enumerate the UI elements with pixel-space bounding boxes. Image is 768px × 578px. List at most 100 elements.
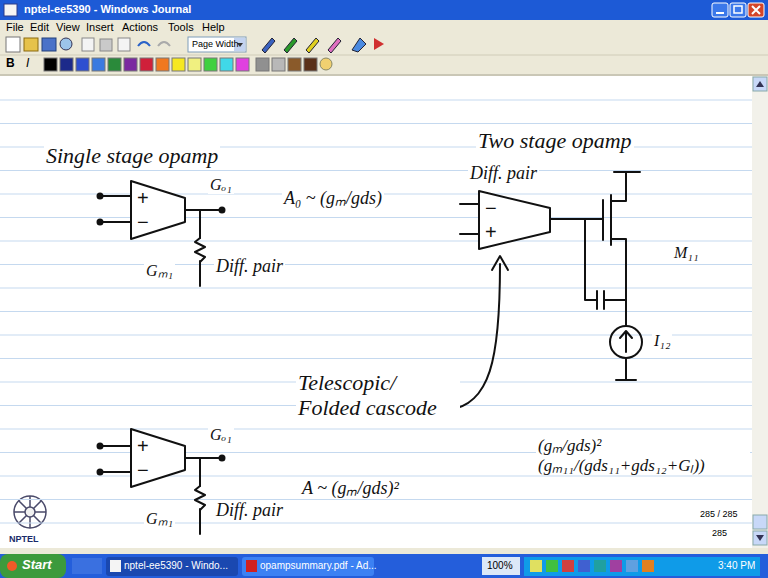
scrollbar — [756, 535, 764, 541]
taskbar — [0, 554, 768, 578]
color-palette — [188, 58, 201, 71]
device-label: I₁₂ — [652, 332, 672, 350]
taskbar — [578, 560, 590, 572]
window-chrome — [0, 76, 752, 548]
ruled-line — [0, 170, 752, 171]
heading-note: Two stage opamp — [476, 128, 634, 153]
pointer-arrow — [492, 256, 508, 270]
taskbar — [626, 560, 638, 572]
scrollbar — [753, 515, 767, 529]
toolbar-icons — [188, 37, 246, 52]
taskbar — [524, 557, 760, 576]
device-label: M₁₁ — [672, 244, 700, 262]
input-polarity: + — [137, 436, 186, 456]
amplifier-outline — [131, 429, 185, 487]
toolbar-icons — [6, 37, 20, 52]
color-palette — [320, 58, 332, 70]
current-source-symbol — [195, 486, 205, 510]
scrollbar — [753, 77, 767, 91]
toolbar-icons — [42, 38, 56, 51]
toolbar-icons — [328, 38, 341, 53]
amplifier-outline — [131, 181, 185, 239]
single-stage-wires — [98, 194, 103, 199]
toolbar-icons — [6, 37, 384, 53]
cascode-wires — [220, 456, 225, 461]
toolbar-icons — [118, 38, 130, 51]
window-buttons — [712, 3, 764, 17]
input-polarity: + — [137, 188, 186, 208]
toolbar-icons — [24, 38, 38, 51]
menu-item: Actions — [122, 21, 158, 34]
window-buttons — [712, 3, 728, 17]
input-polarity: − — [137, 460, 186, 480]
taskbar — [106, 557, 238, 576]
color-palette — [140, 58, 153, 71]
current-source-symbol — [195, 238, 205, 262]
toolbar-icons — [352, 38, 366, 52]
menu-item: Insert — [86, 21, 114, 34]
ruled-line — [0, 100, 752, 101]
ruled-line — [0, 241, 752, 242]
opamp-sketch — [98, 172, 643, 534]
color-palette — [304, 58, 317, 71]
window-buttons — [730, 3, 746, 17]
window-chrome — [0, 548, 768, 554]
color-palette — [220, 58, 233, 71]
capacitor-symbol — [585, 219, 626, 309]
page-number: 285 / 285 — [700, 509, 738, 519]
window-chrome — [0, 55, 768, 56]
mosfet-gate — [602, 200, 604, 240]
color-palette — [204, 58, 217, 71]
menu-item: Edit — [30, 21, 49, 34]
amplifier-symbol: +− — [130, 180, 186, 240]
zoom-dropdown: Page Width — [192, 39, 239, 49]
taskbar — [530, 560, 542, 572]
scrollbar — [756, 81, 764, 87]
single-stage-wires — [98, 220, 103, 225]
taskbar — [610, 560, 622, 572]
color-palette — [172, 58, 185, 71]
ruled-line — [0, 476, 752, 477]
handwritten-note: Diff. pair — [468, 163, 539, 184]
taskbar — [72, 558, 102, 574]
amplifier-symbol: −+ — [478, 190, 551, 250]
gain-formula: A ~ (gₘ/gds)² — [300, 478, 401, 499]
cascode-wires — [100, 446, 130, 472]
ruled-line — [0, 429, 752, 430]
menu-item: Help — [202, 21, 225, 34]
single-stage-wires — [220, 208, 225, 213]
two-stage-wires — [616, 358, 636, 380]
taskbar — [562, 560, 574, 572]
taskbar — [246, 560, 257, 572]
taskbar-item: opampsummary.pdf - Ad... — [260, 560, 377, 572]
color-palette — [236, 58, 249, 71]
toolbar-icons — [262, 38, 275, 53]
two-stage-wires — [460, 204, 478, 234]
taskbar — [110, 560, 121, 572]
window-chrome — [0, 75, 768, 76]
gain-formula: A₀ ~ (gₘ/gds) — [282, 188, 384, 209]
ruled-line — [0, 523, 752, 524]
menu-item: Tools — [168, 21, 194, 34]
window-buttons — [748, 3, 764, 17]
format-button: B — [6, 57, 15, 71]
input-polarity: − — [485, 198, 551, 218]
two-stage-wires — [460, 172, 642, 380]
handwritten-note: Diff. pair — [214, 500, 285, 521]
taskbar-item: nptel-ee5390 - Windo... — [124, 560, 228, 572]
taskbar — [642, 560, 654, 572]
toolbar-icons — [158, 42, 170, 46]
amplifier-outline — [479, 191, 550, 249]
cascode-wires — [98, 444, 103, 449]
ruled-line — [0, 288, 752, 289]
color-palette — [44, 58, 332, 71]
menu-item: File — [6, 21, 24, 34]
taskbar — [594, 560, 606, 572]
symbol-label: Gₘ₁ — [144, 262, 175, 280]
taskbar — [482, 557, 520, 575]
color-palette — [288, 58, 301, 71]
two-stage-wires — [611, 172, 640, 201]
ruled-line — [0, 264, 752, 265]
color-palette — [92, 58, 105, 71]
